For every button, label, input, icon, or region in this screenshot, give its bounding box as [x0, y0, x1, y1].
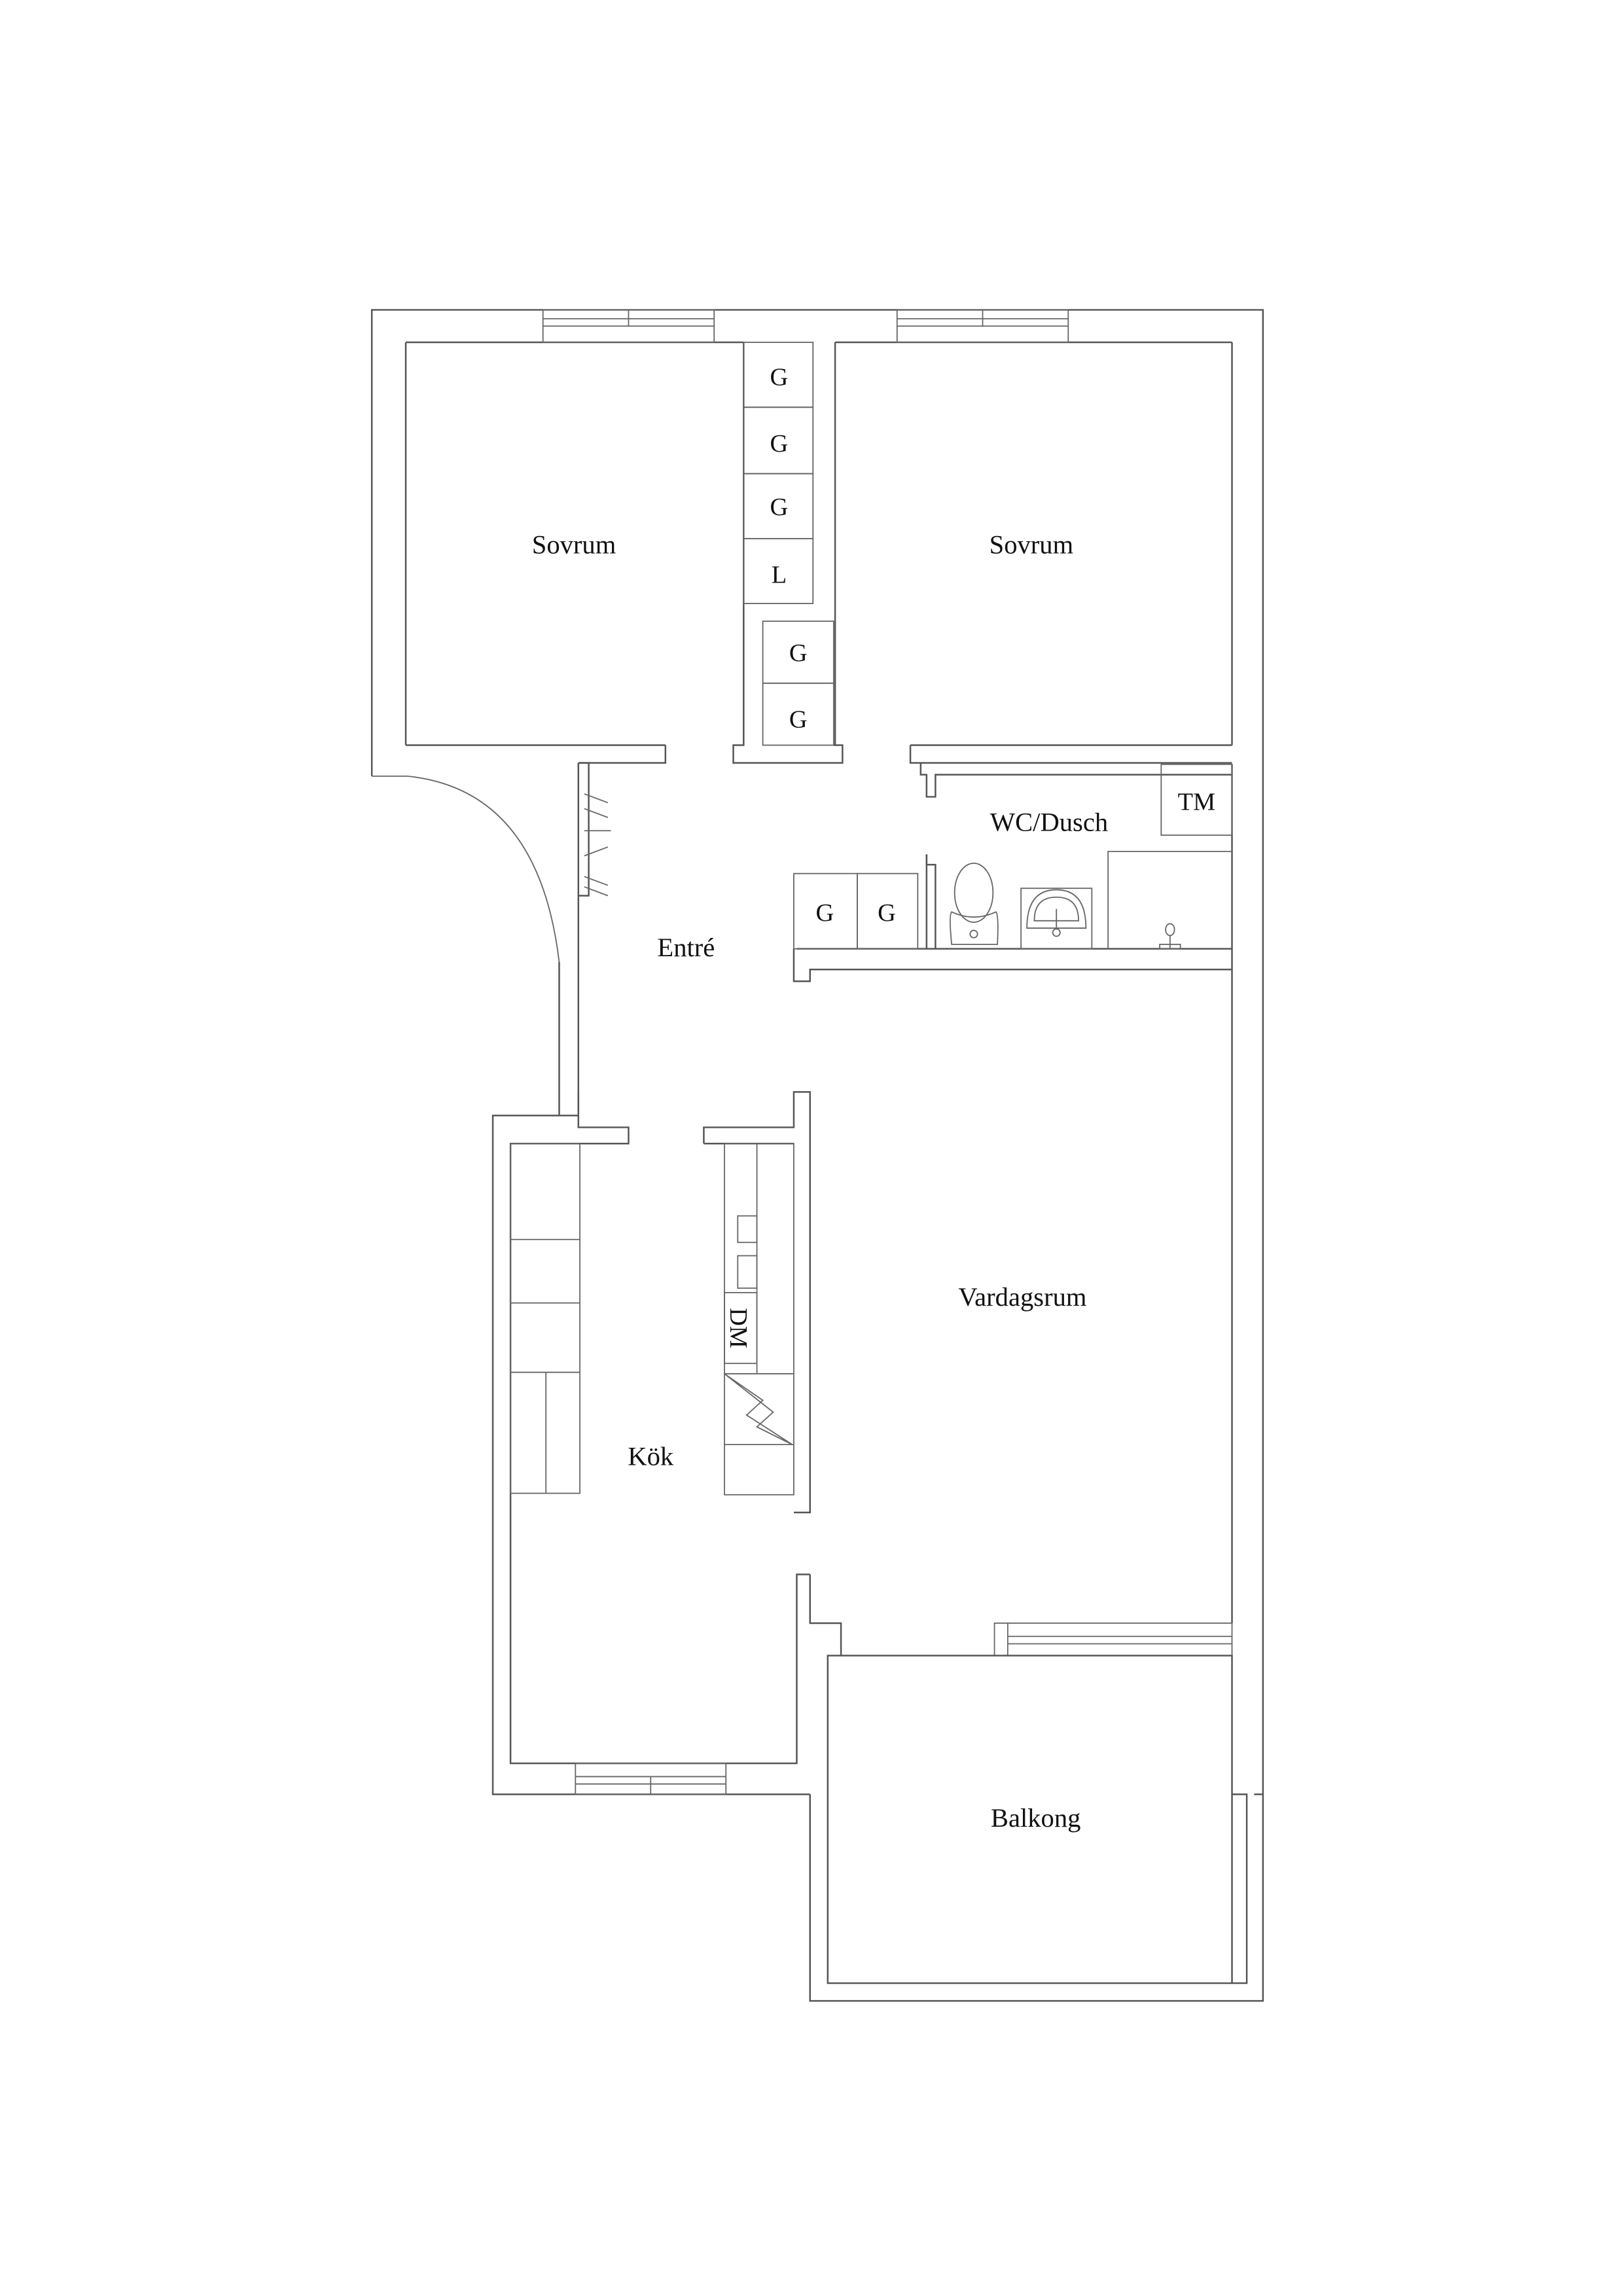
sink-icon: [1020, 888, 1093, 950]
closet-label: G: [815, 899, 834, 927]
bedroom-left: Sovrum: [406, 342, 844, 764]
closet-label: G: [770, 430, 789, 457]
window-kitchen: [575, 1763, 727, 1795]
room-label-balcony: Balkong: [991, 1803, 1081, 1833]
room-label-entry: Entré: [657, 933, 715, 962]
toilet-icon: [950, 862, 999, 945]
dishwasher-label: DM: [724, 1308, 752, 1348]
room-label-bedroom-right: Sovrum: [990, 529, 1074, 559]
entry-closets: G G: [793, 872, 1232, 982]
window-bedroom-right: [896, 309, 1069, 343]
bathroom: TM WC/Dusch: [796, 762, 1233, 950]
outer-walls: [370, 309, 1264, 1795]
shower-icon: [1107, 850, 1232, 950]
bedroom-right: Sovrum: [909, 529, 1232, 764]
coat-hooks-icon: [584, 793, 611, 897]
closet-label: G: [789, 639, 808, 667]
entry-wall: Entré: [558, 762, 715, 1117]
closet-label: G: [770, 493, 789, 521]
closet-column: G G G L G G: [743, 342, 836, 746]
kitchen: DM Kök: [491, 1091, 811, 1795]
closet-label: G: [770, 363, 789, 391]
washing-machine-label: TM: [1178, 789, 1215, 816]
room-label-kitchen: Kök: [628, 1442, 674, 1471]
room-label-bedroom-left: Sovrum: [532, 529, 616, 559]
room-label-bathroom: WC/Dusch: [990, 807, 1108, 836]
balcony-door: [993, 1623, 1233, 1657]
balcony: Balkong: [809, 1655, 1264, 2002]
window-bedroom-left: [542, 309, 715, 343]
closet-label: G: [878, 899, 896, 927]
closet-label: G: [789, 706, 808, 733]
living-room: Vardagsrum: [809, 1282, 1233, 1657]
room-label-living-room: Vardagsrum: [958, 1282, 1086, 1312]
entry-door: [372, 775, 560, 1004]
stove-icon: [724, 1373, 793, 1445]
linen-closet-label: L: [772, 562, 787, 589]
